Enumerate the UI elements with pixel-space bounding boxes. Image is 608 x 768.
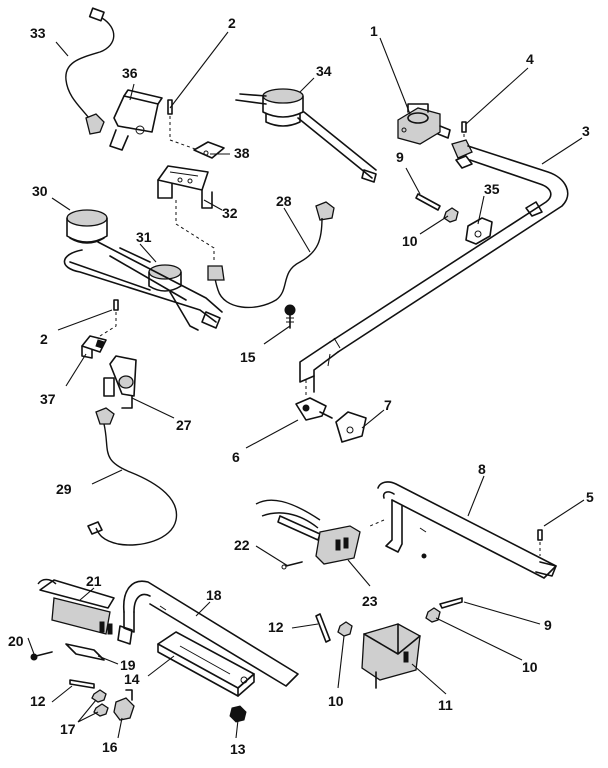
part-21-switch-bank [37,578,133,645]
callout-20: 20 [8,633,24,649]
part-19-clip [65,643,105,661]
callout-18: 18 [206,587,222,603]
part-34-burner [235,88,377,183]
part-18-manifold [123,580,299,687]
part-36-electrode-bracket [109,89,163,151]
leader-lines [27,31,585,739]
callout-7: 7 [384,397,392,413]
part-5-screw [537,529,543,556]
callout-9-lower: 9 [544,617,552,633]
part-30-burner [66,209,108,244]
part-14-rail [157,631,255,697]
part-9-pin-upper [415,193,441,211]
part-23-switch [255,499,361,565]
part-15-screw [284,304,296,329]
callout-21: 21 [86,573,102,589]
callout-32: 32 [222,205,238,221]
callout-29: 29 [56,481,72,497]
part-12-pin-left [69,679,95,689]
part-12-pin-right [315,613,331,643]
part-35-fitting [465,217,493,245]
callout-17: 17 [60,721,76,737]
callout-33: 33 [30,25,46,41]
callout-5: 5 [586,489,594,505]
part-10-nut-mid [337,621,353,637]
part-8-manifold [369,481,557,579]
part-6-fitting [295,397,333,421]
part-11-valve [361,623,421,689]
part-28-igniter-wire [207,201,335,309]
part-10-nut-upper [443,207,459,223]
part-38-clip [193,141,225,159]
callout-37: 37 [40,391,56,407]
burner-tubes [63,241,223,331]
callout-3: 3 [582,123,590,139]
callout-34: 34 [316,63,332,79]
callout-27: 27 [176,417,192,433]
part-37-bracket [81,335,107,359]
part-1-valve [397,103,451,145]
callout-10-upper: 10 [402,233,418,249]
part-7-clip [335,411,367,443]
callout-1: 1 [370,23,378,39]
part-2-screw-top [167,99,199,151]
part-31-burner [148,264,182,292]
callout-6: 6 [232,449,240,465]
callout-31: 31 [136,229,152,245]
part-33-igniter-wire [65,7,115,135]
callout-36: 36 [122,65,138,81]
callout-4: 4 [526,51,534,67]
part-2-screw-left [99,299,119,337]
callout-12-left: 12 [30,693,46,709]
callout-10-lower: 10 [522,659,538,675]
part-10-nut-lower [425,607,441,623]
part-29-wire [87,407,178,546]
callout-30: 30 [32,183,48,199]
callout-16: 16 [102,739,118,755]
callout-35: 35 [484,181,500,197]
callout-12-right: 12 [268,619,284,635]
part-13-grommet [229,705,247,723]
callout-28: 28 [276,193,292,209]
part-27-bracket [103,355,137,409]
callout-15: 15 [240,349,256,365]
part-16-fitting [113,689,135,721]
callout-8: 8 [478,461,486,477]
callout-11: 11 [438,697,453,713]
callout-9-upper: 9 [396,149,404,165]
callouts: 33 2 36 34 1 4 3 38 9 35 30 28 32 10 31 … [8,15,594,757]
callout-38: 38 [234,145,250,161]
callout-14: 14 [124,671,140,687]
part-9-pin-lower [439,597,463,609]
callout-22: 22 [234,537,250,553]
callout-19: 19 [120,657,136,673]
callout-2-top: 2 [228,15,236,31]
part-17-nuts [91,689,109,717]
part-32-bracket [157,165,215,262]
callout-2-left: 2 [40,331,48,347]
part-22-screw [281,561,303,570]
part-3-manifold [299,139,569,398]
callout-23: 23 [362,593,378,609]
callout-13: 13 [230,741,246,757]
callout-10-mid: 10 [328,693,344,709]
